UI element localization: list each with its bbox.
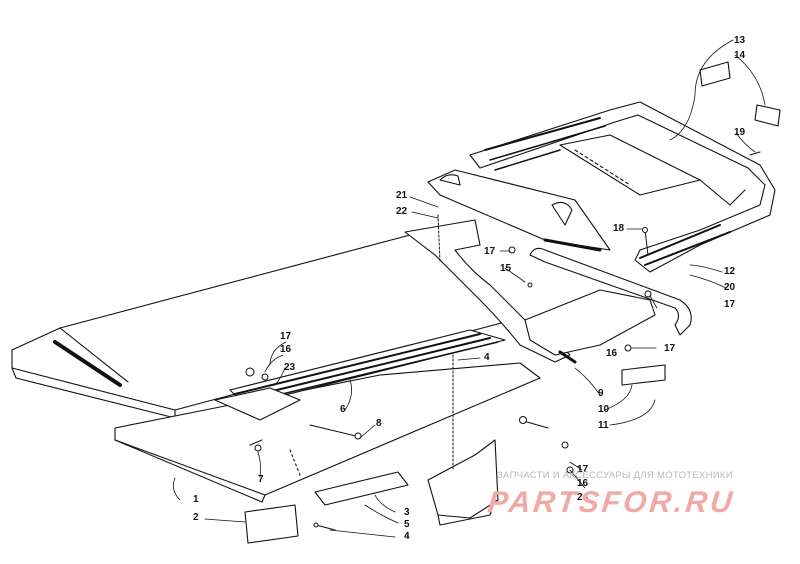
callout-6: 6: [340, 404, 346, 415]
callout-5: 5: [404, 519, 410, 530]
callout-4-upper: 4: [484, 352, 490, 363]
callout-20: 20: [724, 282, 736, 293]
callout-16-bottom: 16: [577, 478, 589, 489]
hitch-bracket: [427, 439, 499, 526]
callout-2: 2: [193, 512, 199, 523]
callout-16-middle: 16: [606, 348, 618, 359]
callout-17-upper: 17: [484, 246, 496, 257]
callout-8: 8: [376, 418, 382, 429]
callout-14: 14: [734, 50, 746, 61]
callout-23: 23: [284, 362, 296, 373]
callout-7: 7: [258, 474, 264, 485]
callout-11: 11: [598, 420, 609, 431]
tunnel-plate: [11, 234, 521, 419]
callout-9: 9: [598, 388, 604, 399]
callout-3: 3: [404, 507, 410, 518]
decals: [699, 61, 781, 127]
callout-1: 1: [193, 494, 199, 505]
callout-17-right: 17: [724, 299, 736, 310]
upper-flap: [427, 169, 611, 252]
watermark-tagline: ЗАПЧАСТИ И АКСЕССУАРЫ ДЛЯ МОТОТЕХНИКИ: [497, 470, 733, 481]
callout-10: 10: [598, 404, 610, 415]
callout-13: 13: [734, 35, 746, 46]
callout-17-middle: 17: [664, 343, 676, 354]
callout-21: 21: [396, 190, 408, 201]
callout-24: 24: [577, 492, 589, 503]
callout-22: 22: [396, 206, 408, 217]
side-rails: [214, 329, 506, 421]
callout-16-left: 16: [280, 344, 292, 355]
fasteners: [245, 151, 761, 531]
callout-4-lower: 4: [404, 531, 410, 542]
small-plates: [244, 471, 409, 544]
mid-bracket: [524, 289, 666, 386]
callout-17-left: 17: [280, 331, 292, 342]
callout-19: 19: [734, 127, 746, 138]
callout-17-bottom: 17: [577, 464, 589, 475]
rear-rack: [469, 101, 776, 336]
callout-18: 18: [613, 223, 625, 234]
leader-lines: [172, 39, 766, 538]
callout-12: 12: [724, 266, 736, 277]
watermark-logo: PARTSFOR.RU: [486, 486, 737, 519]
callout-15: 15: [500, 263, 512, 274]
